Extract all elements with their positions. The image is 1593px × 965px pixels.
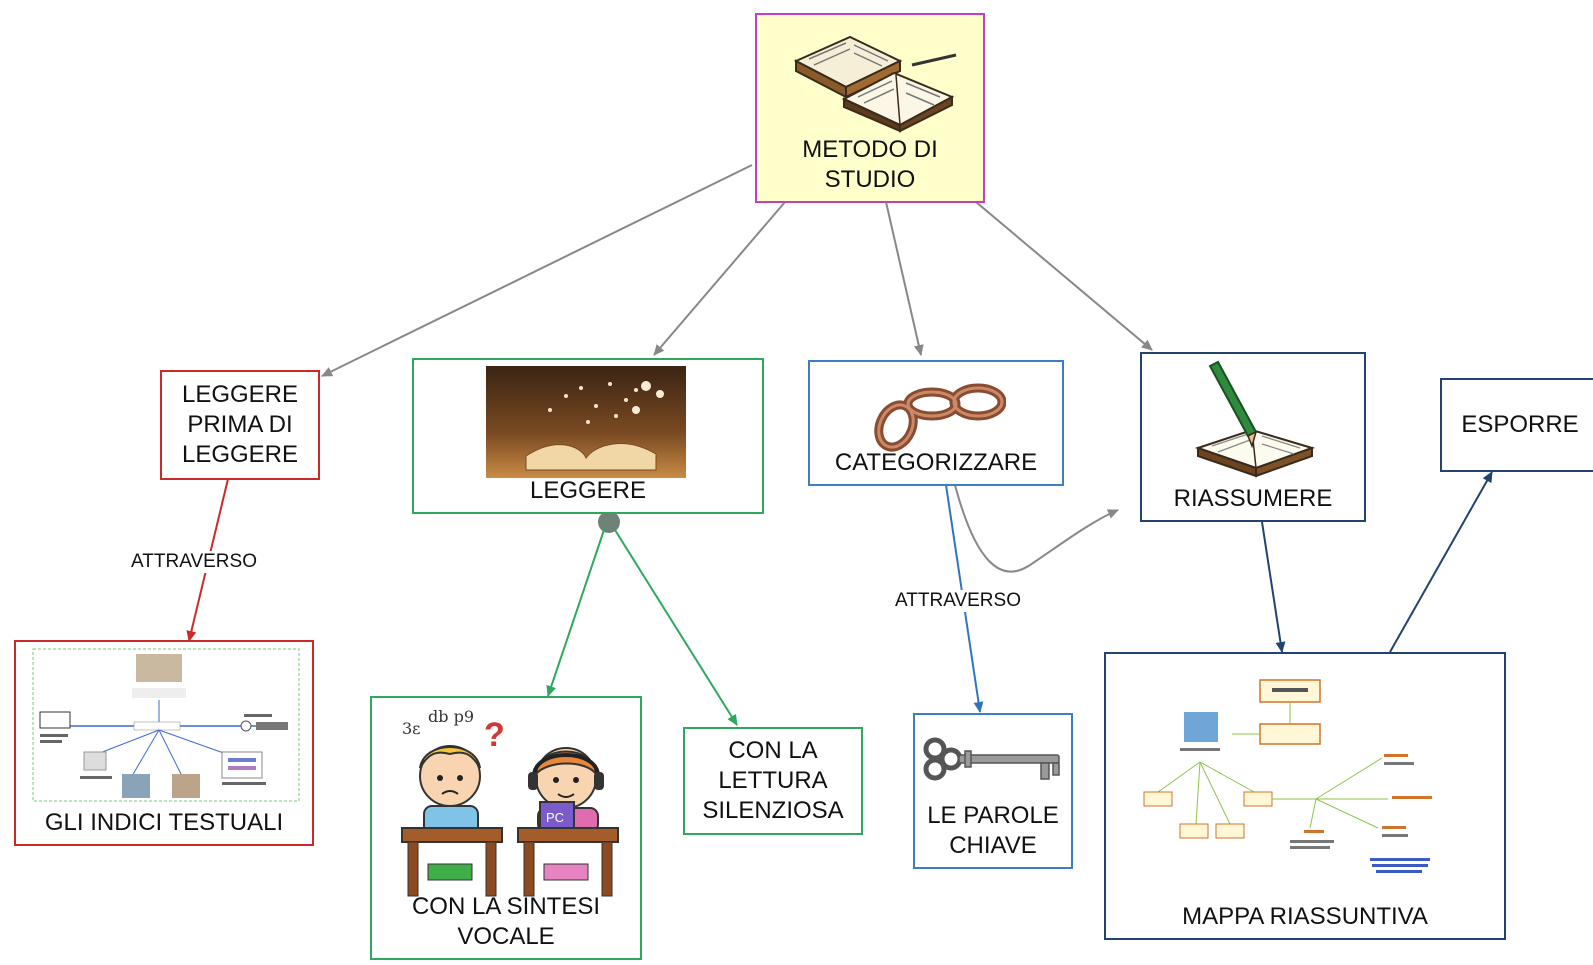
link-root-prima bbox=[321, 164, 753, 377]
link-label-attraverso-1: ATTRAVERSO bbox=[128, 551, 260, 573]
link-riassumere-mappa bbox=[1261, 521, 1286, 653]
link-label-attraverso-2: ATTRAVERSO bbox=[892, 590, 1024, 612]
node-metodo-di-studio[interactable]: METODO DI STUDIO bbox=[755, 13, 985, 203]
node-riassumere[interactable]: RIASSUMERE bbox=[1140, 352, 1366, 522]
children-at-desks-picture: 3ε db p9 ? PC bbox=[401, 707, 619, 897]
parole-label: LE PAROLE CHIAVE bbox=[927, 802, 1059, 859]
node-esporre[interactable]: ESPORRE bbox=[1440, 378, 1593, 472]
index-map-thumbnail bbox=[32, 648, 300, 802]
esporre-label: ESPORRE bbox=[1461, 411, 1579, 438]
open-books-icon bbox=[793, 35, 957, 133]
link-mappa-esporre bbox=[1389, 471, 1493, 653]
book-lights-picture bbox=[486, 366, 686, 478]
node-gli-indici-testuali[interactable]: GLI INDICI TESTUALI bbox=[14, 640, 314, 846]
link-root-riassumere bbox=[975, 201, 1153, 351]
svg-text:PC: PC bbox=[546, 810, 564, 825]
link-root-categorizzare bbox=[885, 201, 924, 356]
chain-links-icon bbox=[874, 383, 1006, 452]
root-label: METODO DI STUDIO bbox=[802, 136, 938, 193]
link-root-leggere bbox=[653, 201, 786, 356]
indici-label: GLI INDICI TESTUALI bbox=[44, 809, 284, 836]
key-icon bbox=[923, 737, 1060, 781]
node-con-la-sintesi-vocale[interactable]: 3ε db p9 ? PC CON LA SINTESI VOCALE bbox=[370, 696, 642, 960]
node-le-parole-chiave[interactable]: LE PAROLE CHIAVE bbox=[913, 713, 1073, 869]
node-leggere[interactable]: LEGGERE bbox=[412, 358, 764, 514]
categorizzare-label: CATEGORIZZARE bbox=[834, 449, 1038, 476]
node-leggere-prima-di-leggere[interactable]: LEGGERE PRIMA DI LEGGERE bbox=[160, 370, 320, 480]
svg-text:3ε: 3ε bbox=[402, 719, 420, 738]
node-mappa-riassuntiva[interactable]: MAPPA RIASSUNTIVA bbox=[1104, 652, 1506, 940]
riassumere-label: RIASSUMERE bbox=[1173, 485, 1333, 512]
summary-map-thumbnail bbox=[1143, 679, 1432, 873]
sintesi-label: CON LA SINTESI VOCALE bbox=[411, 893, 601, 950]
leggere-label: LEGGERE bbox=[529, 477, 647, 504]
prima-label: LEGGERE PRIMA DI LEGGERE bbox=[181, 381, 299, 468]
link-leggere-sintesi bbox=[546, 529, 605, 697]
link-categorizzare-riassumere bbox=[954, 484, 1119, 573]
svg-text:?: ? bbox=[484, 716, 505, 754]
node-categorizzare[interactable]: CATEGORIZZARE bbox=[808, 360, 1064, 486]
node-con-la-lettura-silenziosa[interactable]: CON LA LETTURA SILENZIOSA bbox=[683, 727, 863, 835]
book-pencil-icon bbox=[1194, 360, 1316, 478]
mappa-label: MAPPA RIASSUNTIVA bbox=[1182, 903, 1428, 930]
link-junction-dot bbox=[598, 511, 620, 533]
lettura-label: CON LA LETTURA SILENZIOSA bbox=[702, 737, 844, 824]
svg-text:db p9: db p9 bbox=[428, 707, 474, 726]
